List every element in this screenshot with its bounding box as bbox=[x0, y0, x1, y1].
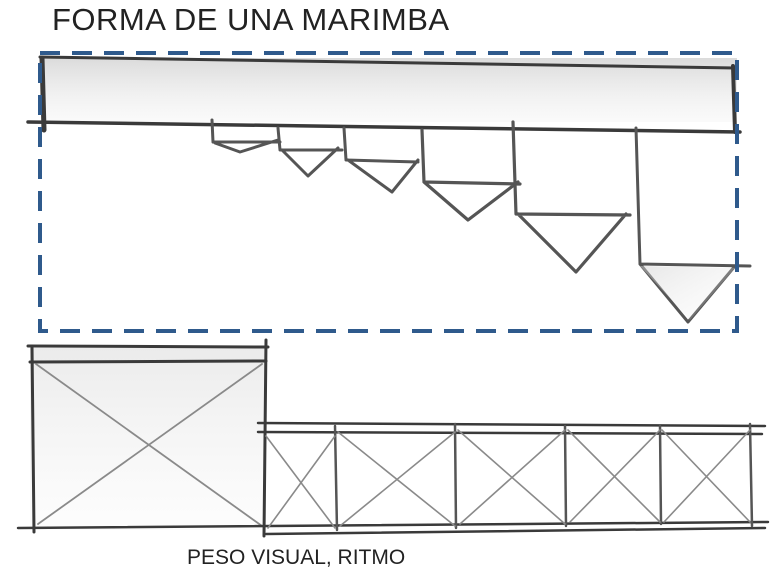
marimba-sketch bbox=[26, 55, 752, 324]
marimba-top-shading bbox=[42, 58, 737, 122]
diagram-title: FORMA DE UNA MARIMBA bbox=[52, 2, 450, 37]
marimba-top-edge bbox=[38, 55, 737, 70]
dashed-frame bbox=[38, 51, 739, 333]
marimba-resonators bbox=[210, 118, 752, 324]
marimba-main-rail bbox=[26, 120, 742, 134]
rhythm-sketch bbox=[16, 338, 770, 538]
marimba-right-end bbox=[731, 64, 737, 134]
marimba-left-end bbox=[39, 55, 47, 133]
diagram-caption: PESO VISUAL, RITMO bbox=[187, 546, 406, 569]
